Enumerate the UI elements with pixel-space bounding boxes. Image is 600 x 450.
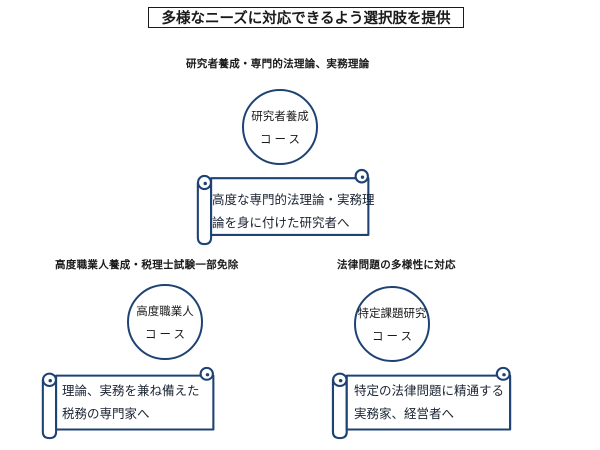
scroll-text-line-1: 高度な専門的法理論・実務理 (212, 193, 375, 207)
scroll-text-line-1: 理論、実務を兼ね備えた (62, 384, 200, 398)
scroll-shape-icon (41, 366, 215, 440)
course-circle-suffix: コース (260, 133, 303, 146)
section-heading-professional: 高度職業人養成・税理士試験一部免除 (55, 259, 239, 271)
scroll-banner-specific-research: 特定の法律問題に精通する 実務家、経営者へ (330, 366, 517, 440)
course-circle-name: 高度職業人 (136, 305, 194, 318)
section-heading-specific-research: 法律問題の多様性に対応 (337, 259, 456, 271)
course-circle-name: 特定課題研究 (357, 307, 427, 320)
scroll-text-line-2: 税務の専門家へ (62, 407, 150, 421)
course-circle-specific-research: 特定課題研究 コース (354, 286, 430, 362)
course-circle-researcher: 研究者養成 コース (242, 89, 318, 165)
diagram-title: 多様なニーズに対応できるよう選択肢を提供 (161, 11, 451, 27)
course-circle-name: 研究者養成 (251, 110, 309, 123)
scroll-banner-professional: 理論、実務を兼ね備えた 税務の専門家へ (40, 366, 220, 440)
scroll-text: 高度な専門的法理論・実務理 論を身に付けた研究者へ (212, 189, 375, 235)
scroll-shape-icon (196, 168, 370, 246)
scroll-text: 理論、実務を兼ね備えた 税務の専門家へ (62, 380, 200, 426)
section-heading-researcher: 研究者養成・専門的法理論、実務理論 (186, 58, 370, 70)
scroll-shape-icon (331, 366, 512, 440)
scroll-text-line-2: 実務家、経営者へ (354, 407, 455, 421)
scroll-text-line-2: 論を身に付けた研究者へ (212, 216, 350, 230)
course-circle-professional: 高度職業人 コース (127, 284, 203, 360)
diagram-title-box: 多様なニーズに対応できるよう選択肢を提供 (148, 7, 464, 28)
course-circle-suffix: コース (145, 328, 188, 341)
course-circle-suffix: コース (372, 330, 415, 343)
scroll-text: 特定の法律問題に精通する 実務家、経営者へ (354, 380, 504, 426)
scroll-banner-researcher: 高度な専門的法理論・実務理 論を身に付けた研究者へ (195, 168, 375, 246)
scroll-text-line-1: 特定の法律問題に精通する (354, 384, 505, 398)
